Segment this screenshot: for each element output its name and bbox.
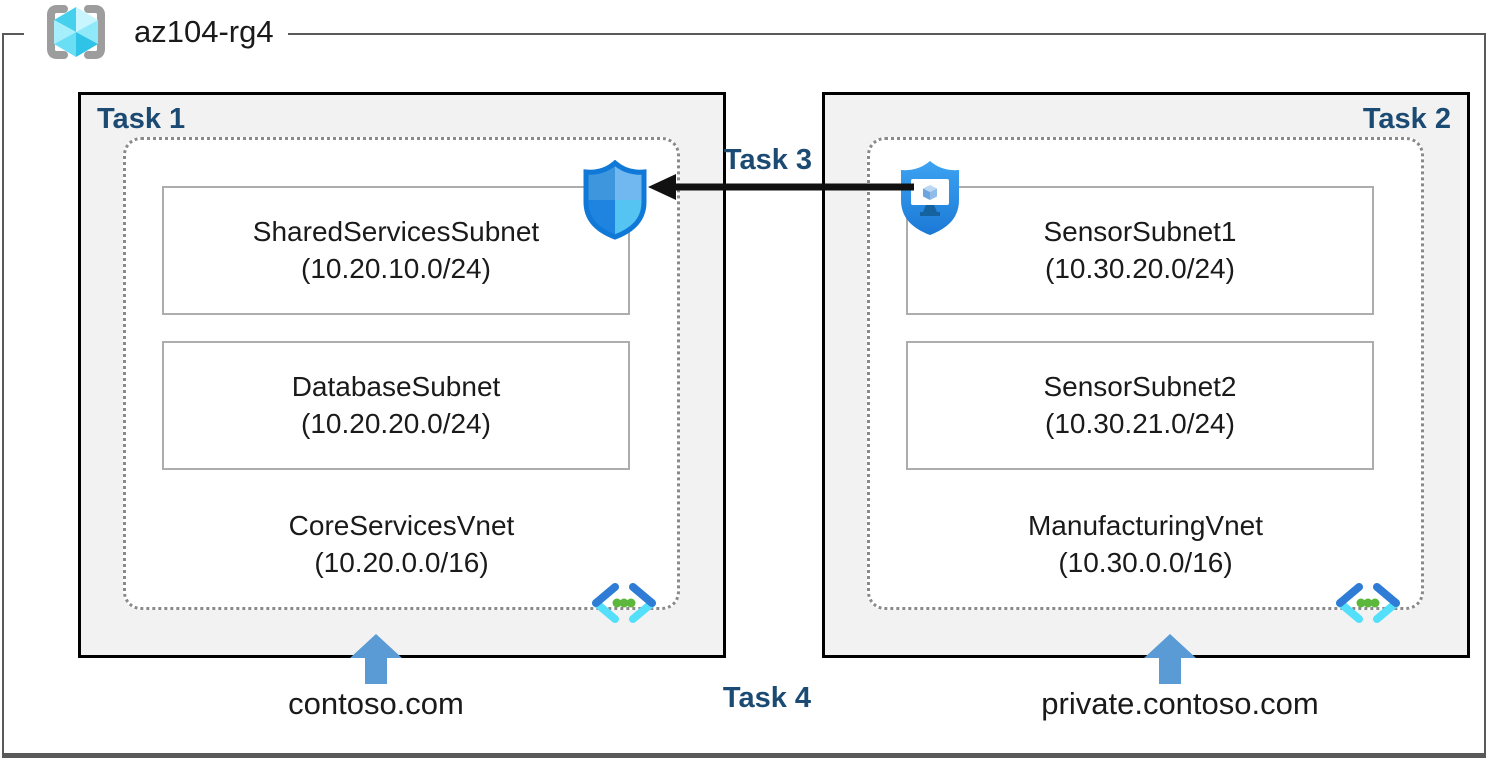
subnet-cidr: (10.20.10.0/24) — [301, 252, 491, 284]
virtual-network-icon — [592, 583, 656, 623]
task1-label: Task 1 — [97, 103, 186, 135]
virtual-network-icon — [1336, 583, 1400, 623]
vnet-title-core-services: CoreServicesVnet (10.20.0.0/16) — [126, 508, 677, 582]
subnet-box-sensor2: SensorSubnet2 (10.30.21.0/24) — [906, 341, 1374, 470]
subnet-cidr: (10.20.20.0/24) — [301, 407, 491, 439]
core-services-vnet-boundary: SharedServicesSubnet (10.20.10.0/24) Dat… — [123, 137, 680, 610]
subnet-box-sensor1: SensorSubnet1 (10.30.20.0/24) — [906, 186, 1374, 315]
up-arrow-icon — [1144, 634, 1196, 684]
task1-group-box: Task 1 SharedServicesSubnet (10.20.10.0/… — [78, 92, 726, 658]
task4-label: Task 4 — [722, 682, 812, 714]
subnet-name: SensorSubnet2 — [1043, 370, 1237, 402]
resource-group-label: az104-rg4 — [24, 0, 288, 64]
subnet-name: SharedServicesSubnet — [252, 215, 540, 247]
vnet-name: ManufacturingVnet — [1027, 510, 1264, 541]
left-arrow-icon — [648, 174, 914, 200]
manufacturing-vnet-boundary: SensorSubnet1 (10.30.20.0/24) SensorSubn… — [867, 137, 1424, 610]
subnet-cidr: (10.30.20.0/24) — [1045, 252, 1235, 284]
resource-group-name: az104-rg4 — [134, 14, 274, 49]
dns-zone-label-private-contoso: private.contoso.com — [1041, 686, 1319, 721]
dns-zone-label-contoso: contoso.com — [288, 686, 464, 721]
resource-group-icon — [47, 4, 105, 59]
subnet-name: DatabaseSubnet — [291, 370, 501, 402]
task2-label: Task 2 — [1362, 103, 1451, 135]
vnet-title-manufacturing: ManufacturingVnet (10.30.0.0/16) — [870, 508, 1421, 582]
vnet-name: CoreServicesVnet — [288, 510, 515, 541]
vnet-cidr: (10.30.0.0/16) — [1058, 546, 1233, 578]
subnet-box-shared-services: SharedServicesSubnet (10.20.10.0/24) — [162, 186, 630, 315]
vnet-cidr: (10.20.0.0/16) — [314, 546, 489, 578]
subnet-box-database: DatabaseSubnet (10.20.20.0/24) — [162, 341, 630, 470]
up-arrow-icon — [350, 634, 402, 684]
network-security-group-shield-icon — [583, 160, 647, 240]
resource-group-frame — [2, 33, 1486, 758]
subnet-cidr: (10.30.21.0/24) — [1045, 407, 1235, 439]
subnet-name: SensorSubnet1 — [1043, 215, 1237, 247]
task3-label: Task 3 — [723, 144, 813, 176]
application-security-group-shield-icon — [901, 161, 959, 235]
